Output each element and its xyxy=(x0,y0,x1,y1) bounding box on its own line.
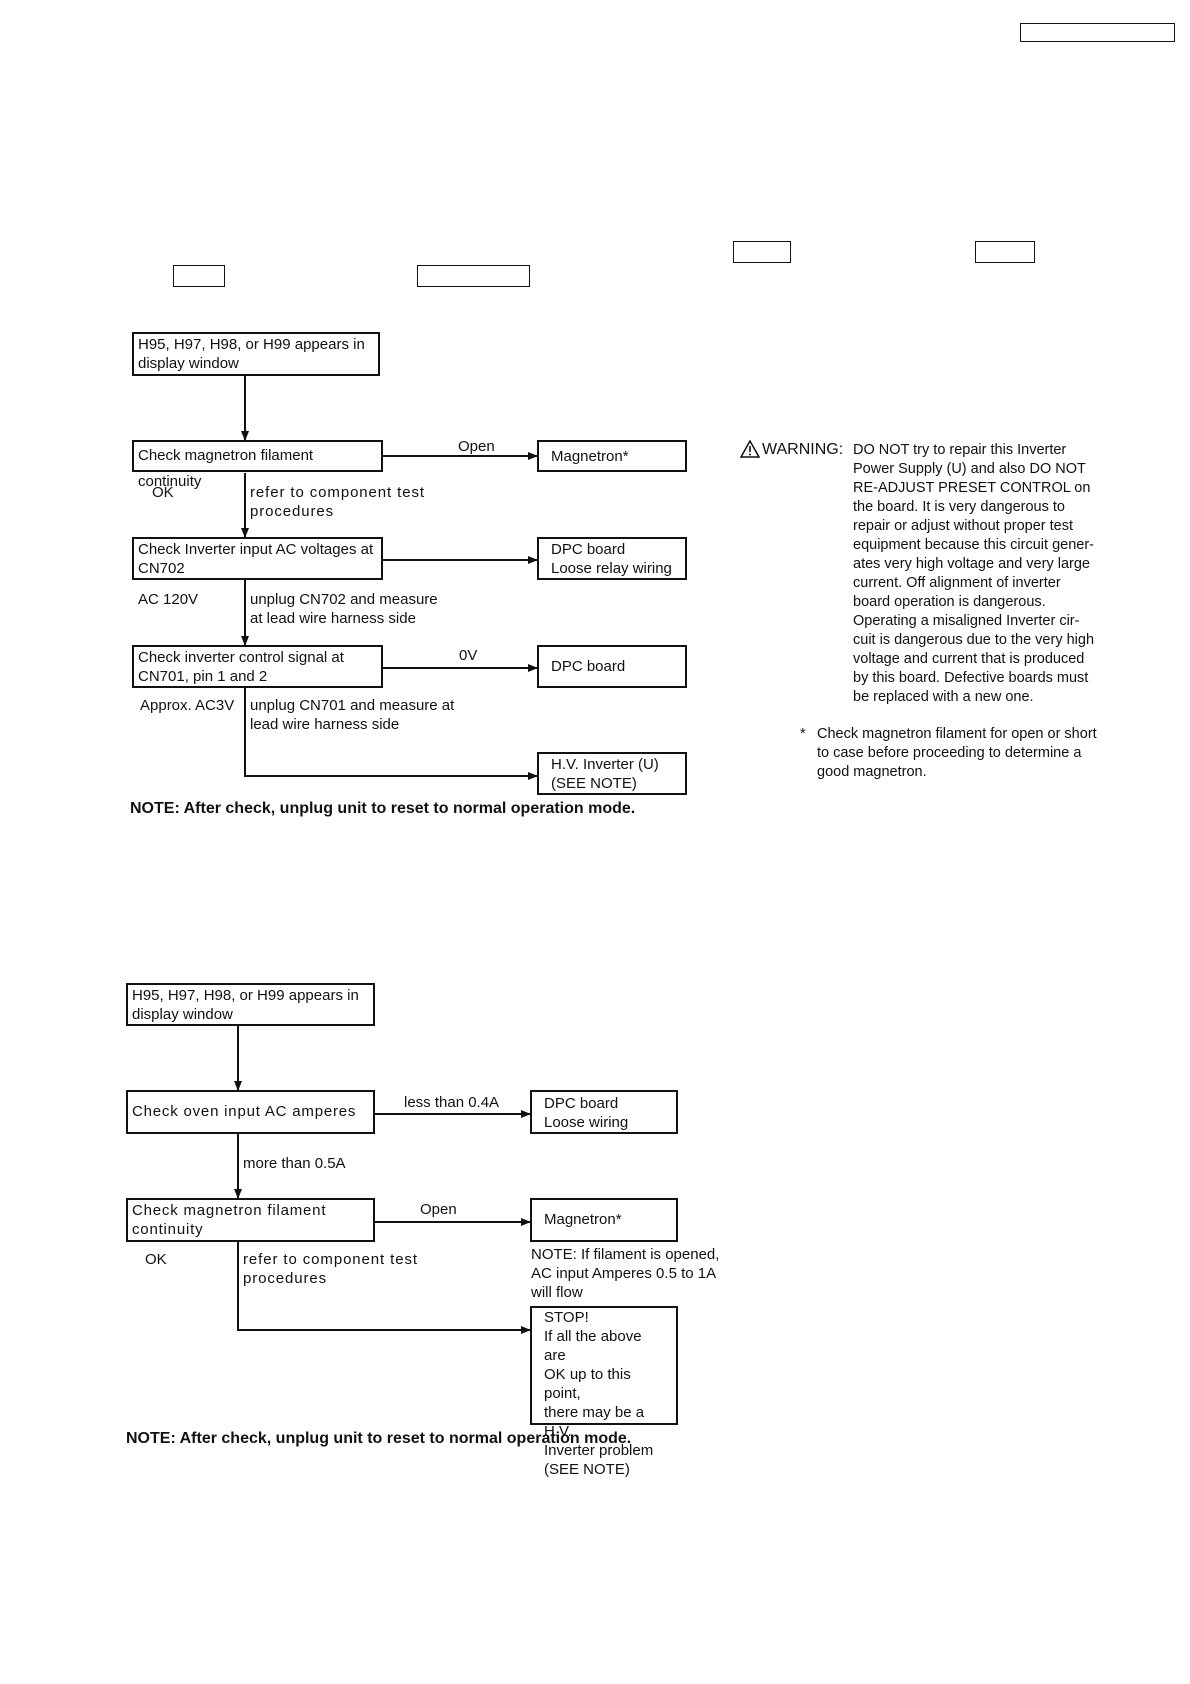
fc1-refer-label: refer to component test procedures xyxy=(250,484,425,520)
fc2-ok-label: OK xyxy=(145,1251,167,1268)
fc1-start-box: H95, H97, H98, or H99 appears in display… xyxy=(132,332,380,376)
fc2-filament-note: NOTE: If filament is opened, AC input Am… xyxy=(531,1246,720,1301)
fc2-refer-label: refer to component test procedures xyxy=(243,1251,418,1287)
fc1-check-inverter-input-box: Check Inverter input AC voltages at CN70… xyxy=(132,537,383,580)
warning-triangle-icon xyxy=(740,440,760,458)
arrow-filament2-ok xyxy=(237,1242,531,1334)
warning-first-line: DO NOT try to repair this Inverter xyxy=(853,442,1067,458)
fc2-check-amperes-box: Check oven input AC amperes xyxy=(126,1090,375,1134)
fc1-0v-label: 0V xyxy=(459,647,478,664)
fc1-approx-label: Approx. AC3V xyxy=(140,697,235,714)
footnote-star: * xyxy=(800,726,806,742)
fc2-stop-box: STOP! If all the above are OK up to this… xyxy=(530,1306,678,1478)
warning-body: Power Supply (U) and also DO NOT RE-ADJU… xyxy=(853,461,1095,705)
fc1-ac120-label: AC 120V xyxy=(138,591,199,608)
blank-box-3 xyxy=(173,265,225,287)
fc1-dpc-relay-box: DPC board Loose relay wiring xyxy=(537,537,687,580)
fc1-ok-label: OK xyxy=(152,484,174,501)
arrow-approx-ac3v xyxy=(244,688,538,780)
fc2-open-label: Open xyxy=(420,1201,457,1218)
header-field-box xyxy=(1020,23,1175,42)
fc1-open-label: Open xyxy=(458,438,495,455)
warning-heading: WARNING: xyxy=(762,441,844,458)
fc1-note: NOTE: After check, unplug unit to reset … xyxy=(130,800,636,817)
fc2-start-box: H95, H97, H98, or H99 appears in display… xyxy=(126,983,375,1026)
fc2-more-than-label: more than 0.5A xyxy=(243,1155,346,1172)
fc2-magnetron-box: Magnetron* xyxy=(530,1198,678,1242)
fc2-check-filament-box: Check magnetron filament continuity xyxy=(126,1198,375,1242)
fc1-hv-inverter-box: H.V. Inverter (U) (SEE NOTE) xyxy=(537,752,687,795)
fc1-check-filament-box: Check magnetron filament continuity xyxy=(132,440,383,490)
magnetron-footnote: Check magnetron filament for open or sho… xyxy=(817,726,1097,780)
fc1-unplug-cn701-label: unplug CN701 and measure at lead wire ha… xyxy=(250,697,455,733)
fc2-dpc-loose-box: DPC board Loose wiring xyxy=(530,1090,678,1134)
blank-box-4 xyxy=(417,265,530,287)
fc2-less-than-label: less than 0.4A xyxy=(404,1094,500,1111)
fc1-unplug-cn702-label: unplug CN702 and measure at lead wire ha… xyxy=(250,591,438,627)
blank-box-2 xyxy=(975,241,1035,263)
fc2-note: NOTE: After check, unplug unit to reset … xyxy=(126,1430,632,1447)
blank-box-1 xyxy=(733,241,791,263)
fc1-magnetron-box: Magnetron* xyxy=(537,440,687,472)
fc1-dpc-board-box: DPC board xyxy=(537,645,687,688)
fc1-check-control-box: Check inverter control signal at CN701, … xyxy=(132,645,383,688)
